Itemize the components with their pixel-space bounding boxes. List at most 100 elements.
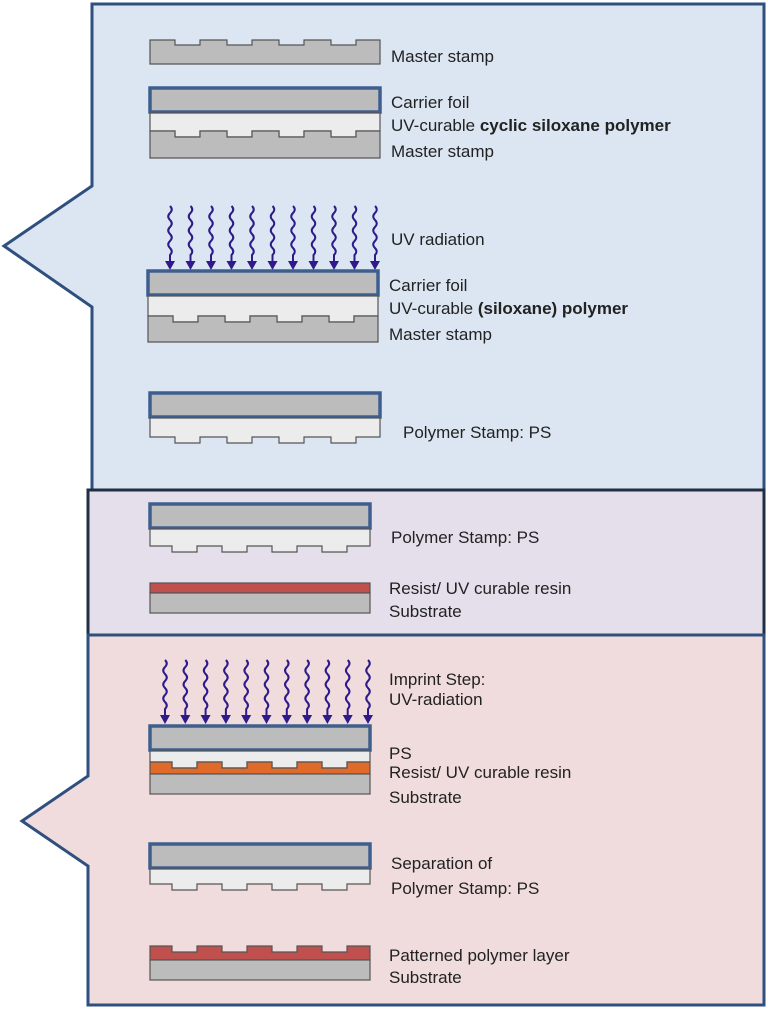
resist-label: Resist/ UV curable resin bbox=[389, 763, 571, 782]
polymer-stamp-layer bbox=[149, 868, 371, 891]
carrier-foil-label: Carrier foil bbox=[391, 93, 469, 112]
master-stamp-layer bbox=[149, 39, 381, 65]
uv-wave-line bbox=[249, 205, 255, 266]
carrier-foil-layer bbox=[146, 269, 380, 297]
uv-arrowhead bbox=[267, 261, 278, 270]
uv-arrowhead bbox=[281, 715, 292, 724]
polymer-label-bold: cyclic siloxane polymer bbox=[480, 116, 671, 135]
resist-imprinted-layer bbox=[149, 761, 371, 775]
polymer-stamp-layer bbox=[149, 528, 371, 553]
master-stamp-label: Master stamp bbox=[389, 325, 492, 344]
carrier-foil-layer bbox=[148, 86, 382, 114]
uv-radiation-label: UV-radiation bbox=[389, 690, 483, 709]
uv-arrows bbox=[165, 205, 380, 270]
uv-wave-line bbox=[331, 205, 337, 266]
ps-label: PS bbox=[389, 744, 412, 763]
substrate-label: Substrate bbox=[389, 602, 462, 621]
separation-label-line1: Separation of bbox=[391, 854, 492, 873]
substrate-layer bbox=[149, 773, 371, 795]
uv-arrowhead bbox=[180, 715, 191, 724]
patterned-layer-label: Patterned polymer layer bbox=[389, 946, 570, 965]
uv-arrowhead bbox=[185, 261, 196, 270]
imprint-step-label: Imprint Step: bbox=[389, 670, 485, 689]
mid-step: Polymer Stamp: PS Resist/ UV curable res… bbox=[148, 502, 571, 621]
uv-wave-line bbox=[263, 659, 270, 720]
polymer-stamp-layer bbox=[149, 417, 381, 444]
uv-radiation-label: UV radiation bbox=[391, 230, 485, 249]
polymer-label-prefix: UV-curable bbox=[391, 116, 480, 135]
polymer-label-bold: (siloxane) polymer bbox=[478, 299, 629, 318]
substrate-layer bbox=[149, 959, 371, 981]
uv-wave-line bbox=[167, 205, 173, 266]
uv-arrowhead bbox=[247, 261, 257, 270]
top-step3: UV radiation Carrier foil UV-curable (si… bbox=[146, 205, 628, 344]
carrier-foil-layer bbox=[148, 842, 372, 870]
uv-arrowhead bbox=[322, 715, 333, 724]
substrate-layer bbox=[149, 592, 371, 614]
uv-wave-line bbox=[344, 659, 351, 720]
uv-wave-line bbox=[365, 659, 371, 720]
patterned-polymer-layer bbox=[149, 945, 371, 961]
master-stamp-layer bbox=[147, 315, 379, 343]
separation-label-line2: Polymer Stamp: PS bbox=[391, 879, 539, 898]
uv-wave-line bbox=[223, 659, 229, 720]
bottom-step3: Patterned polymer layer Substrate bbox=[149, 945, 570, 987]
substrate-label: Substrate bbox=[389, 968, 462, 987]
uv-wave-line bbox=[228, 205, 235, 266]
resist-layer bbox=[149, 582, 371, 594]
uv-arrowhead bbox=[349, 261, 360, 270]
uv-wave-line bbox=[304, 659, 310, 720]
uv-arrowhead bbox=[220, 715, 231, 724]
uv-arrowhead bbox=[165, 261, 175, 270]
uv-arrowhead bbox=[226, 261, 237, 270]
polymer-label-prefix: UV-curable bbox=[389, 299, 478, 318]
uv-wave-line bbox=[202, 659, 209, 720]
uv-wave-line bbox=[310, 205, 317, 266]
uv-arrowhead bbox=[342, 715, 353, 724]
master-stamp-layer bbox=[149, 130, 381, 159]
uv-arrowhead bbox=[200, 715, 211, 724]
uv-arrowhead bbox=[370, 261, 380, 270]
uv-arrowhead bbox=[329, 261, 339, 270]
polymer-stamp-label: Polymer Stamp: PS bbox=[403, 423, 551, 442]
uv-arrowhead bbox=[288, 261, 298, 270]
uv-arrowhead bbox=[241, 715, 252, 724]
polymer-stamp-label: Polymer Stamp: PS bbox=[391, 528, 539, 547]
uv-arrowhead bbox=[302, 715, 313, 724]
carrier-foil-layer bbox=[148, 724, 372, 752]
uv-wave-line bbox=[284, 659, 290, 720]
bottom-step1: Imprint Step: UV-radiation PS Resist/ UV… bbox=[148, 659, 571, 807]
uv-arrowhead bbox=[206, 261, 216, 270]
uv-arrowhead bbox=[261, 715, 272, 724]
uv-arrowhead bbox=[363, 715, 373, 724]
top-step1: Master stamp bbox=[149, 39, 494, 66]
uv-wave-line bbox=[351, 205, 358, 266]
uv-arrowhead bbox=[308, 261, 319, 270]
master-stamp-label: Master stamp bbox=[391, 47, 494, 66]
uv-wave-line bbox=[182, 659, 189, 720]
top-step4: Polymer Stamp: PS bbox=[148, 391, 551, 444]
master-stamp-label: Master stamp bbox=[391, 142, 494, 161]
bottom-step2: Separation of Polymer Stamp: PS bbox=[148, 842, 539, 898]
resist-label: Resist/ UV curable resin bbox=[389, 579, 571, 598]
uv-wave-line bbox=[372, 205, 378, 266]
polymer-label: UV-curable cyclic siloxane polymer bbox=[391, 116, 671, 135]
uv-wave-line bbox=[243, 659, 249, 720]
uv-wave-line bbox=[162, 659, 168, 720]
uv-arrows bbox=[160, 659, 373, 724]
substrate-label: Substrate bbox=[389, 788, 462, 807]
panel-top-shape bbox=[1, 2, 766, 492]
uv-wave-line bbox=[269, 205, 276, 266]
carrier-foil-label: Carrier foil bbox=[389, 276, 467, 295]
panel-top bbox=[1, 2, 766, 492]
uv-wave-line bbox=[187, 205, 194, 266]
uv-wave-line bbox=[290, 205, 296, 266]
uv-arrowhead bbox=[160, 715, 170, 724]
uv-wave-line bbox=[324, 659, 331, 720]
polymer-label: UV-curable (siloxane) polymer bbox=[389, 299, 628, 318]
carrier-foil-layer bbox=[148, 391, 382, 419]
carrier-foil-layer bbox=[148, 502, 372, 530]
uv-wave-line bbox=[208, 205, 214, 266]
top-step2: Carrier foil UV-curable cyclic siloxane … bbox=[148, 86, 671, 161]
